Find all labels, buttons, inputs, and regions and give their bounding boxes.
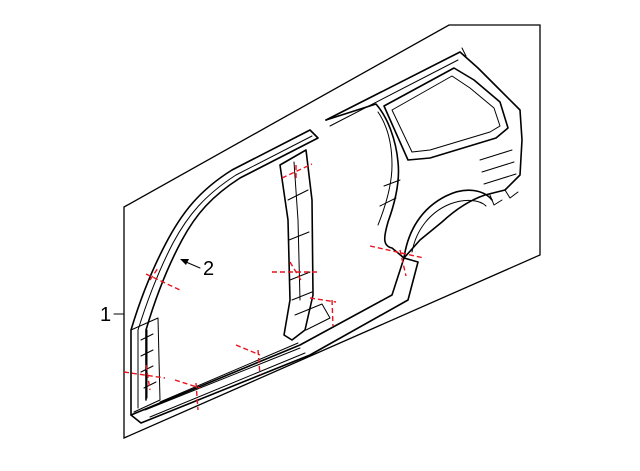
quarter-window-opening — [383, 67, 509, 161]
cut-line-hinge-lower-2 — [145, 364, 151, 391]
cut-line-b-pillar-upper — [281, 163, 313, 179]
cut-line-b-pillar-base — [309, 297, 337, 303]
b-pillar-detail — [287, 161, 331, 331]
cut-line-rocker-front-2 — [195, 382, 199, 411]
roof-rail-rear — [325, 51, 523, 259]
roof-rail-front — [130, 129, 319, 416]
rear-door-opening — [325, 103, 405, 259]
callout-2-arrowhead — [180, 259, 189, 265]
cut-line-rocker-mid-2 — [257, 349, 261, 376]
cut-line-quarter-lower — [369, 245, 425, 259]
callout-2-leader — [185, 261, 201, 269]
cut-line-a-pillar-upper-2 — [149, 267, 159, 281]
roof-rail-rear-inner — [329, 47, 467, 127]
rear-wheel-arch-inner — [411, 199, 487, 253]
cut-line-b-pillar-lower-2 — [289, 261, 303, 283]
cut-line-a-pillar-upper — [145, 273, 181, 291]
cut-line-hinge-lower — [123, 371, 166, 379]
b-pillar — [279, 149, 314, 341]
a-pillar-inner — [137, 135, 313, 409]
cut-line-quarter-lower-2 — [399, 249, 407, 277]
quarter-window-inner — [391, 75, 501, 153]
rear-end-detail — [479, 149, 519, 206]
rocker-inner — [144, 342, 306, 418]
cut-line-rocker-mid — [235, 344, 261, 356]
callout-1-label: 1 — [100, 304, 111, 326]
assembly-frame — [123, 24, 541, 439]
cut-lines — [123, 163, 425, 411]
c-pillar-inner — [377, 111, 401, 226]
callout-2-label: 2 — [203, 258, 214, 280]
cut-line-rocker-front — [174, 379, 201, 389]
cut-line-b-pillar-base-2 — [331, 299, 334, 327]
rear-wheel-arch — [403, 189, 493, 259]
